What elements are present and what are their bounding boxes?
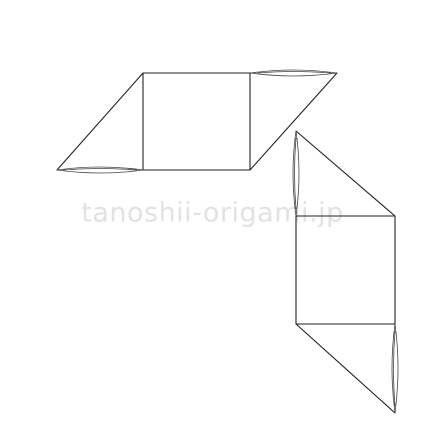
green-unit-pocket-bottom [56,166,144,174]
green-unit-pocket-top-inner [257,71,332,74]
yellow-unit-pocket-bottom [391,323,399,414]
watermark-text: tanoshii-origami.jp [81,197,344,229]
yellow-unit-pocket-top-inner [294,137,297,210]
yellow-parallelogram-unit [292,130,399,414]
green-unit-pocket-top [250,69,338,77]
yellow-unit-body [295,130,396,414]
green-unit-pocket-bottom-inner [62,168,138,171]
green-parallelogram-unit [56,69,338,174]
yellow-unit-pocket-top [292,130,300,217]
yellow-unit-pocket-bottom-inner [393,330,396,407]
